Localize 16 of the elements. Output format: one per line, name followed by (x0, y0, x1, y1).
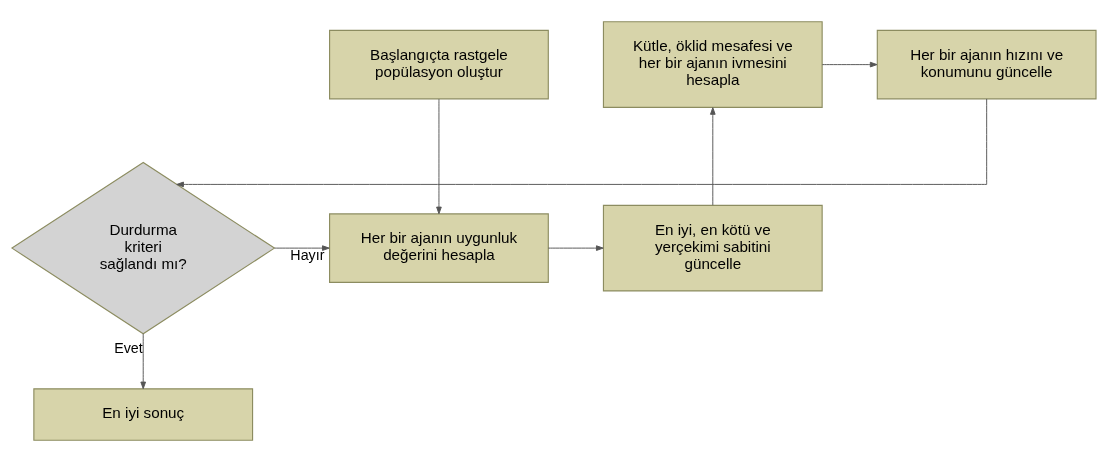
edge-label: Evet (114, 339, 143, 356)
node-box: Başlangıçta rastgele popülasyon oluştur (329, 29, 549, 99)
arrow (821, 61, 878, 67)
arrow (547, 244, 604, 251)
node-box: Her bir ajanın uygunluk değerini hesapla (329, 212, 549, 283)
node-diamond: Durdurma kriteri sağlandı mı? (10, 161, 276, 334)
node-box: En iyi sonuç (33, 387, 254, 441)
arrow (274, 244, 330, 251)
arrow (140, 332, 146, 389)
arrow (710, 106, 716, 206)
node-box: En iyi, en kötü ve yerçekimi sabitini güncelle (602, 204, 823, 291)
arrow (176, 97, 988, 187)
node-box: Her bir ajanın hızını ve konumunu güncelle (876, 29, 1097, 99)
arrow (436, 98, 442, 214)
edge-label: Hayır (290, 246, 325, 263)
node-box: Kütle, öklid mesafesi ve her bir ajanın ivmesini hesapla (602, 20, 823, 108)
